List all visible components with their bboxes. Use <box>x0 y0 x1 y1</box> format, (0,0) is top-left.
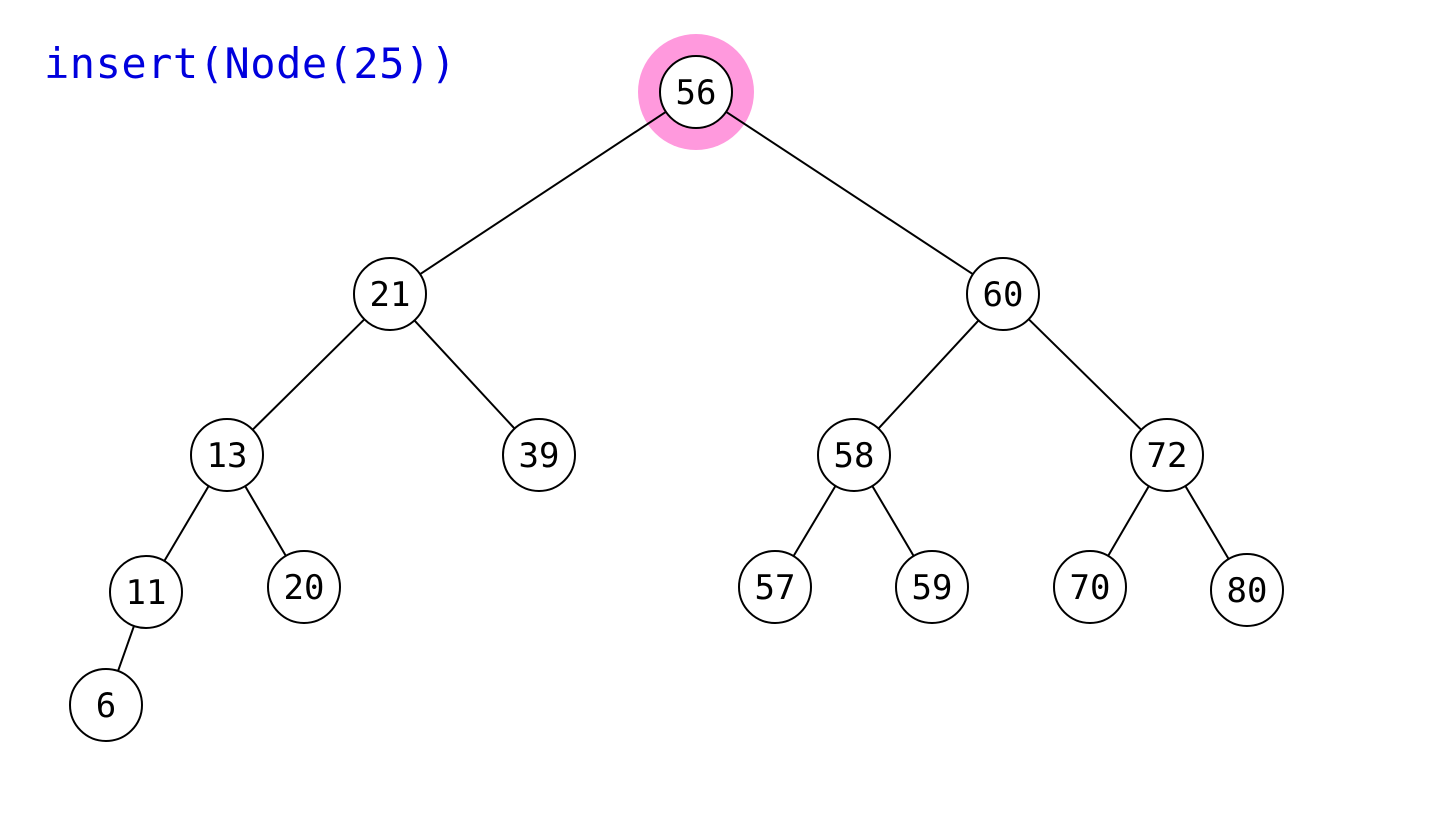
tree-node-72: 72 <box>1130 418 1204 492</box>
tree-node-56: 56 <box>659 55 733 129</box>
node-label-80: 80 <box>1227 571 1268 611</box>
edge-13-20 <box>244 485 287 557</box>
node-circle-58 <box>817 418 891 492</box>
node-circle-70 <box>1053 550 1127 624</box>
edge-58-59 <box>871 485 915 557</box>
node-circle-56 <box>659 55 733 129</box>
node-label-6: 6 <box>96 686 116 726</box>
node-label-72: 72 <box>1147 436 1188 476</box>
node-circle-39 <box>502 418 576 492</box>
node-label-60: 60 <box>983 275 1024 315</box>
edge-60-72 <box>1027 318 1143 431</box>
tree-node-13: 13 <box>190 418 264 492</box>
node-label-11: 11 <box>126 573 167 613</box>
edges-layer <box>117 110 1230 672</box>
tree-node-60: 60 <box>966 257 1040 331</box>
edge-72-80 <box>1184 485 1230 560</box>
node-circle-20 <box>267 550 341 624</box>
tree-node-21: 21 <box>353 257 427 331</box>
node-label-70: 70 <box>1070 568 1111 608</box>
tree-node-57: 57 <box>738 550 812 624</box>
tree-node-20: 20 <box>267 550 341 624</box>
tree-node-59: 59 <box>895 550 969 624</box>
node-label-58: 58 <box>834 436 875 476</box>
tree-node-70: 70 <box>1053 550 1127 624</box>
node-circle-60 <box>966 257 1040 331</box>
tree-node-58: 58 <box>817 418 891 492</box>
tree-node-39: 39 <box>502 418 576 492</box>
edge-21-13 <box>251 318 366 431</box>
node-label-59: 59 <box>912 568 953 608</box>
node-circle-11 <box>109 555 183 629</box>
node-circle-6 <box>69 668 143 742</box>
tree-node-11: 11 <box>109 555 183 629</box>
node-label-20: 20 <box>284 568 325 608</box>
edge-56-60 <box>725 110 974 276</box>
node-circle-72 <box>1130 418 1204 492</box>
edge-60-58 <box>877 319 980 430</box>
node-label-57: 57 <box>755 568 796 608</box>
node-circle-13 <box>190 418 264 492</box>
edge-58-57 <box>792 485 837 557</box>
node-circle-80 <box>1210 553 1284 627</box>
tree-node-80: 80 <box>1210 553 1284 627</box>
edge-13-11 <box>163 485 210 562</box>
edge-56-21 <box>419 110 667 276</box>
edge-72-70 <box>1107 485 1150 557</box>
node-circle-57 <box>738 550 812 624</box>
edge-21-39 <box>413 319 516 430</box>
nodes-layer: 56 21 60 13 39 58 72 11 20 57 59 70 80 6 <box>69 55 1284 742</box>
node-circle-59 <box>895 550 969 624</box>
node-label-13: 13 <box>207 436 248 476</box>
edge-11-6 <box>117 625 135 672</box>
node-label-21: 21 <box>370 275 411 315</box>
operation-label: insert(Node(25)) <box>44 39 457 88</box>
node-circle-21 <box>353 257 427 331</box>
tree-node-6: 6 <box>69 668 143 742</box>
node-label-39: 39 <box>519 436 560 476</box>
node-label-56: 56 <box>676 73 717 113</box>
